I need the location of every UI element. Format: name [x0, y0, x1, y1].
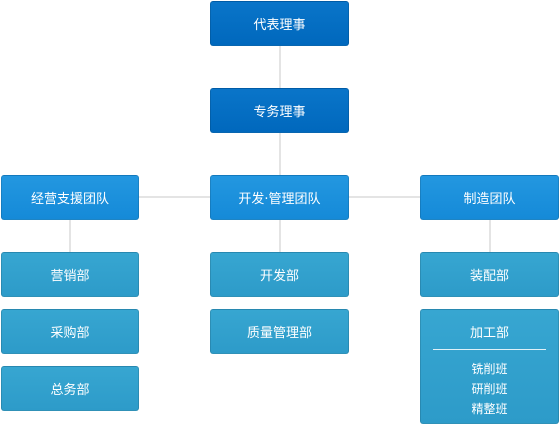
manufacturing-team-label: 制造团队 [463, 192, 516, 207]
manufacturing-team-box: 制造团队 [420, 175, 559, 220]
representative-director-label: 代表理事 [253, 18, 306, 33]
purchasing-department-box: 采购部 [1, 309, 139, 354]
machining-department-label: 加工部 [469, 326, 509, 341]
general-affairs-department-box: 总务部 [1, 366, 139, 411]
support-team-box: 经营支援团队 [1, 175, 139, 220]
machining-unit-grinding: 研削班 [471, 382, 508, 396]
managing-director-label: 专务理事 [253, 105, 306, 120]
quality-management-department-label: 质量管理部 [246, 326, 312, 341]
general-affairs-department-label: 总务部 [50, 383, 90, 398]
purchasing-department-label: 采购部 [50, 326, 90, 341]
assembly-department-label: 装配部 [469, 269, 509, 284]
sales-department-box: 营销部 [1, 252, 139, 297]
assembly-department-box: 装配部 [420, 252, 559, 297]
managing-director-box: 专务理事 [210, 88, 349, 133]
development-department-box: 开发部 [210, 252, 349, 297]
quality-management-department-box: 质量管理部 [210, 309, 349, 354]
development-team-box: 开发·管理团队 [210, 175, 349, 220]
support-team-label: 经营支援团队 [30, 192, 109, 207]
machining-unit-finishing: 精整班 [471, 402, 508, 416]
machining-unit-milling: 铣削班 [471, 362, 508, 376]
machining-department-box: 加工部 铣削班 研削班 精整班 [420, 309, 559, 424]
sales-department-label: 营销部 [50, 269, 90, 284]
machining-divider [433, 349, 546, 350]
representative-director-box: 代表理事 [210, 1, 349, 46]
development-department-label: 开发部 [259, 269, 299, 284]
development-team-label: 开发·管理团队 [238, 192, 321, 207]
